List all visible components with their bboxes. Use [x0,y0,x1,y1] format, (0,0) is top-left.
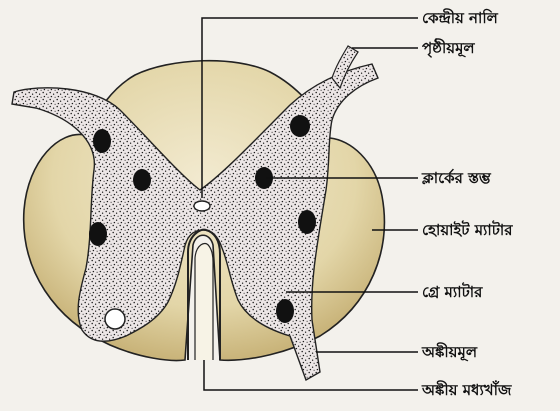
label-white-matter: হোয়াইট ম্যাটার [422,221,513,239]
label-clarke-column: ক্লার্কের স্তম্ভ [422,169,491,187]
nucleus-left-2 [133,169,151,191]
label-grey-matter: গ্রে ম্যাটার [422,283,482,301]
label-dorsal-root: পৃষ্ঠীয়মূল [422,39,475,57]
central-canal [194,201,210,211]
nucleus-right-4 [276,299,294,323]
label-ventral-root: অঙ্কীয়মূল [422,343,477,361]
nucleus-left-1 [93,129,111,153]
nucleus-right-1 [290,115,310,137]
nucleus-right-3 [298,210,316,234]
label-ventral-median-fissure: অঙ্কীয় মধ্যখাঁজ [422,381,511,399]
nucleus-left-open [105,309,125,329]
label-central-canal: কেন্দ্রীয় নালি [422,9,498,27]
fissure-inner [195,243,213,360]
nucleus-left-3 [89,222,107,246]
